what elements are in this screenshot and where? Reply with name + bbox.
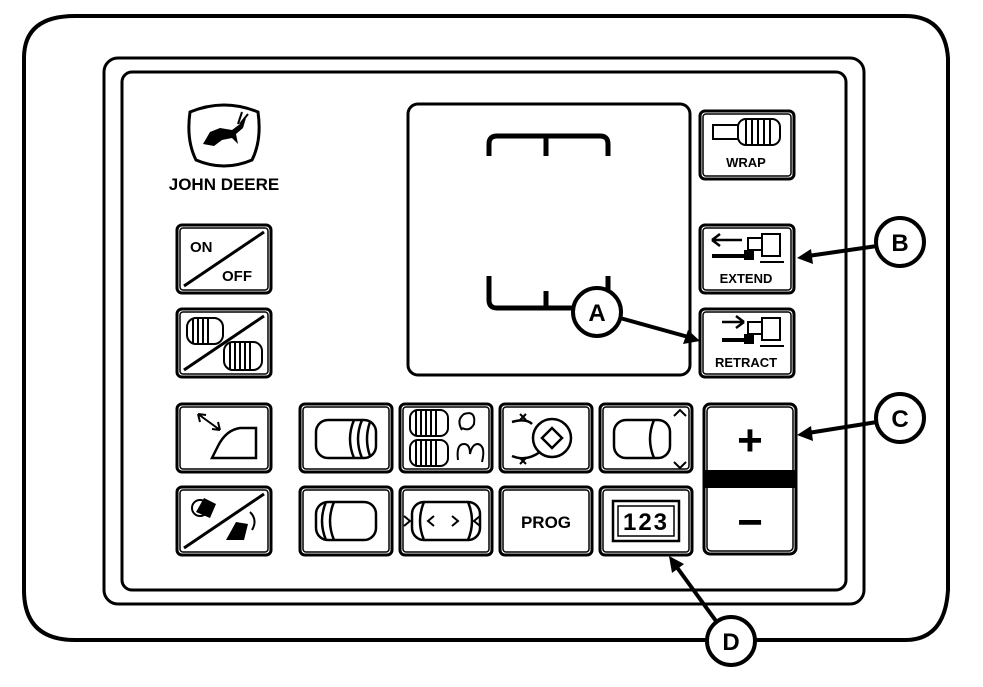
bale-shape-icon — [403, 500, 482, 542]
bale-diameter-icon — [612, 408, 687, 470]
callout-a: A — [571, 286, 700, 344]
bale-count-button[interactable] — [298, 485, 394, 557]
callout-d-label: D — [722, 629, 739, 656]
retract-button-label: RETRACT — [715, 355, 777, 370]
plus-minus-rocker — [702, 402, 798, 556]
counter-button[interactable]: 123 — [598, 485, 694, 557]
wrap-button-label: WRAP — [726, 155, 766, 170]
power-button[interactable]: ON OFF — [175, 223, 273, 295]
callout-c-label: C — [891, 406, 908, 433]
callout-b-label: B — [891, 230, 908, 257]
callout-c: C — [797, 392, 926, 444]
callout-b: B — [797, 216, 926, 268]
retract-button[interactable]: RETRACT — [698, 307, 796, 379]
bale-size-icon — [186, 317, 263, 371]
bale-density-button[interactable] — [298, 402, 394, 474]
prog-button-label: PROG — [521, 513, 571, 532]
power-off-label: OFF — [222, 268, 252, 285]
net-twine-icon — [409, 409, 485, 467]
pickup-control-button[interactable] — [175, 485, 273, 557]
wrap-button[interactable]: WRAP — [698, 109, 796, 181]
cylinder-extend-icon — [711, 233, 784, 263]
extend-button-label: EXTEND — [720, 271, 773, 286]
bale-icon — [314, 500, 378, 542]
decrease-button-label: − — [737, 498, 763, 547]
cylinder-retract-icon — [722, 315, 784, 347]
callout-a-label: A — [588, 300, 605, 327]
decrease-button[interactable]: − — [708, 490, 792, 550]
deer-logo-icon — [187, 103, 261, 168]
extend-button[interactable]: EXTEND — [698, 223, 796, 295]
bale-size-button[interactable] — [175, 307, 273, 379]
net-twine-select-button[interactable] — [398, 402, 494, 474]
power-on-label: ON — [190, 239, 213, 256]
net-roll-icon — [511, 413, 573, 465]
callout-d: D — [669, 556, 757, 667]
brand-name: JOHN DEERE — [169, 175, 280, 194]
prog-button[interactable]: PROG — [498, 485, 594, 557]
bale-diameter-button[interactable] — [598, 402, 694, 474]
bale-shape-button[interactable] — [398, 485, 494, 557]
net-wrap-button[interactable] — [498, 402, 594, 474]
counter-display-digits: 123 — [623, 509, 669, 536]
increase-button[interactable]: + — [708, 408, 792, 468]
display-screen — [406, 102, 692, 377]
tailgate-icon — [197, 413, 258, 460]
pickup-icon — [191, 498, 256, 540]
tailgate-button[interactable] — [175, 402, 273, 474]
increase-button-label: + — [737, 416, 763, 465]
bale-icon — [314, 418, 378, 460]
bale-wrap-icon — [712, 118, 781, 146]
